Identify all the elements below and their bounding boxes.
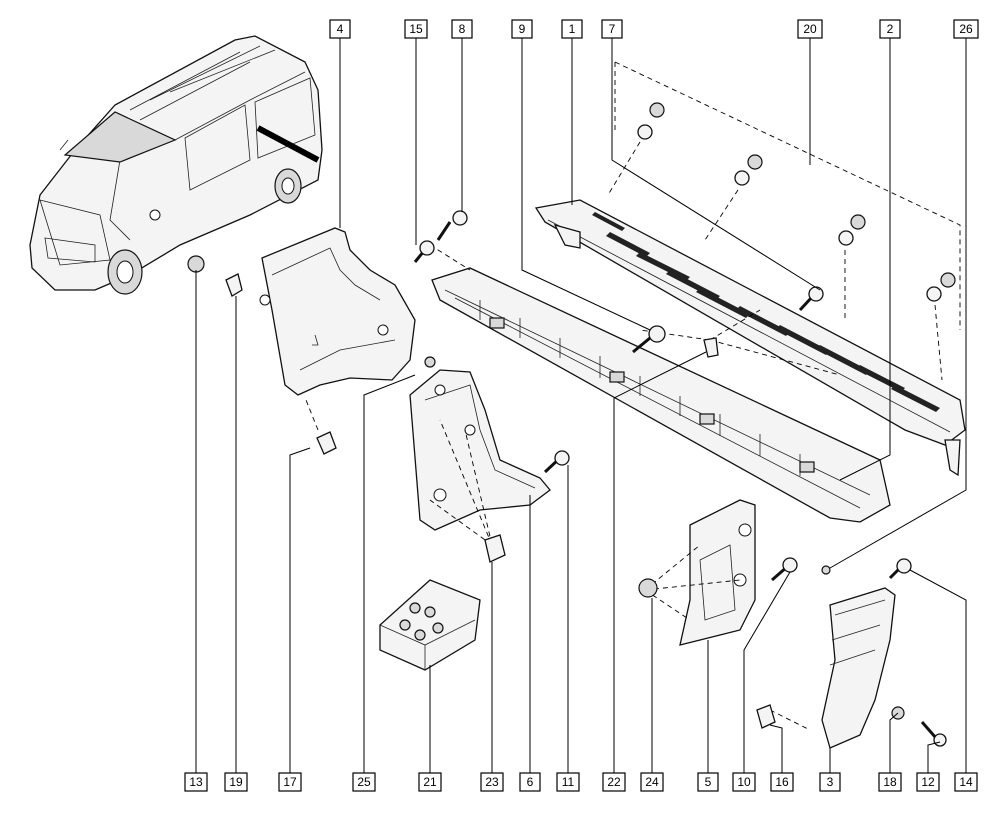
callout-13: 13 (184, 772, 208, 792)
svg-text:4: 4 (337, 22, 344, 36)
svg-text:21: 21 (423, 775, 437, 789)
callout-17: 17 (278, 772, 302, 792)
svg-text:8: 8 (459, 22, 466, 36)
svg-text:19: 19 (229, 775, 243, 789)
svg-text:11: 11 (562, 775, 575, 789)
callout-24: 24 (640, 772, 664, 792)
callout-2: 2 (879, 19, 901, 39)
callout-4: 4 (329, 19, 351, 39)
callout-3: 3 (819, 772, 841, 792)
callout-15: 15 (404, 19, 428, 39)
part-5-lower-bracket (679, 499, 756, 646)
callout-row-bottom: 13 19 17 25 21 23 6 11 22 24 5 10 16 3 1… (184, 772, 978, 792)
callout-9: 9 (511, 19, 533, 39)
svg-text:20: 20 (803, 22, 817, 36)
svg-text:13: 13 (189, 775, 203, 789)
callout-20: 20 (797, 19, 823, 39)
svg-text:25: 25 (357, 775, 371, 789)
callout-18: 18 (878, 772, 902, 792)
van-illustration (29, 35, 323, 295)
callout-row-top: 4 15 8 9 1 7 20 2 26 (329, 19, 979, 39)
callout-12: 12 (916, 772, 940, 792)
callout-7: 7 (601, 19, 623, 39)
leader-lines (195, 38, 967, 773)
part-2-bracket (431, 267, 891, 523)
svg-text:22: 22 (607, 775, 621, 789)
part-3-mudflap-right (821, 587, 896, 749)
svg-text:7: 7 (609, 22, 616, 36)
part-1-step-board (534, 199, 966, 477)
callout-25: 25 (352, 772, 376, 792)
callout-5: 5 (697, 772, 719, 792)
part-4-mudflap-left (259, 227, 416, 396)
part-6-corner-bracket (409, 369, 551, 531)
svg-text:18: 18 (883, 775, 897, 789)
callout-14: 14 (954, 772, 978, 792)
callout-6: 6 (519, 772, 541, 792)
callout-26: 26 (953, 19, 979, 39)
svg-text:16: 16 (775, 775, 789, 789)
callout-19: 19 (224, 772, 248, 792)
svg-text:9: 9 (519, 22, 526, 36)
svg-text:12: 12 (921, 775, 935, 789)
clip-set (637, 102, 956, 302)
callout-8: 8 (451, 19, 473, 39)
svg-text:26: 26 (959, 22, 973, 36)
callout-10: 10 (732, 772, 756, 792)
svg-text:17: 17 (283, 775, 297, 789)
svg-text:10: 10 (737, 775, 751, 789)
callout-21: 21 (418, 772, 442, 792)
svg-text:15: 15 (409, 22, 423, 36)
callout-11: 11 (556, 772, 580, 792)
step-board-treads (592, 212, 940, 412)
svg-text:23: 23 (485, 775, 499, 789)
svg-text:24: 24 (645, 775, 659, 789)
svg-text:14: 14 (959, 775, 973, 789)
svg-text:1: 1 (569, 22, 576, 36)
svg-text:5: 5 (705, 775, 712, 789)
callout-16: 16 (770, 772, 794, 792)
callout-1: 1 (561, 19, 583, 39)
part-21-hardware-box (379, 579, 481, 671)
callout-22: 22 (602, 772, 626, 792)
svg-text:2: 2 (887, 22, 894, 36)
callout-23: 23 (480, 772, 504, 792)
svg-text:6: 6 (527, 775, 534, 789)
svg-text:3: 3 (827, 775, 834, 789)
